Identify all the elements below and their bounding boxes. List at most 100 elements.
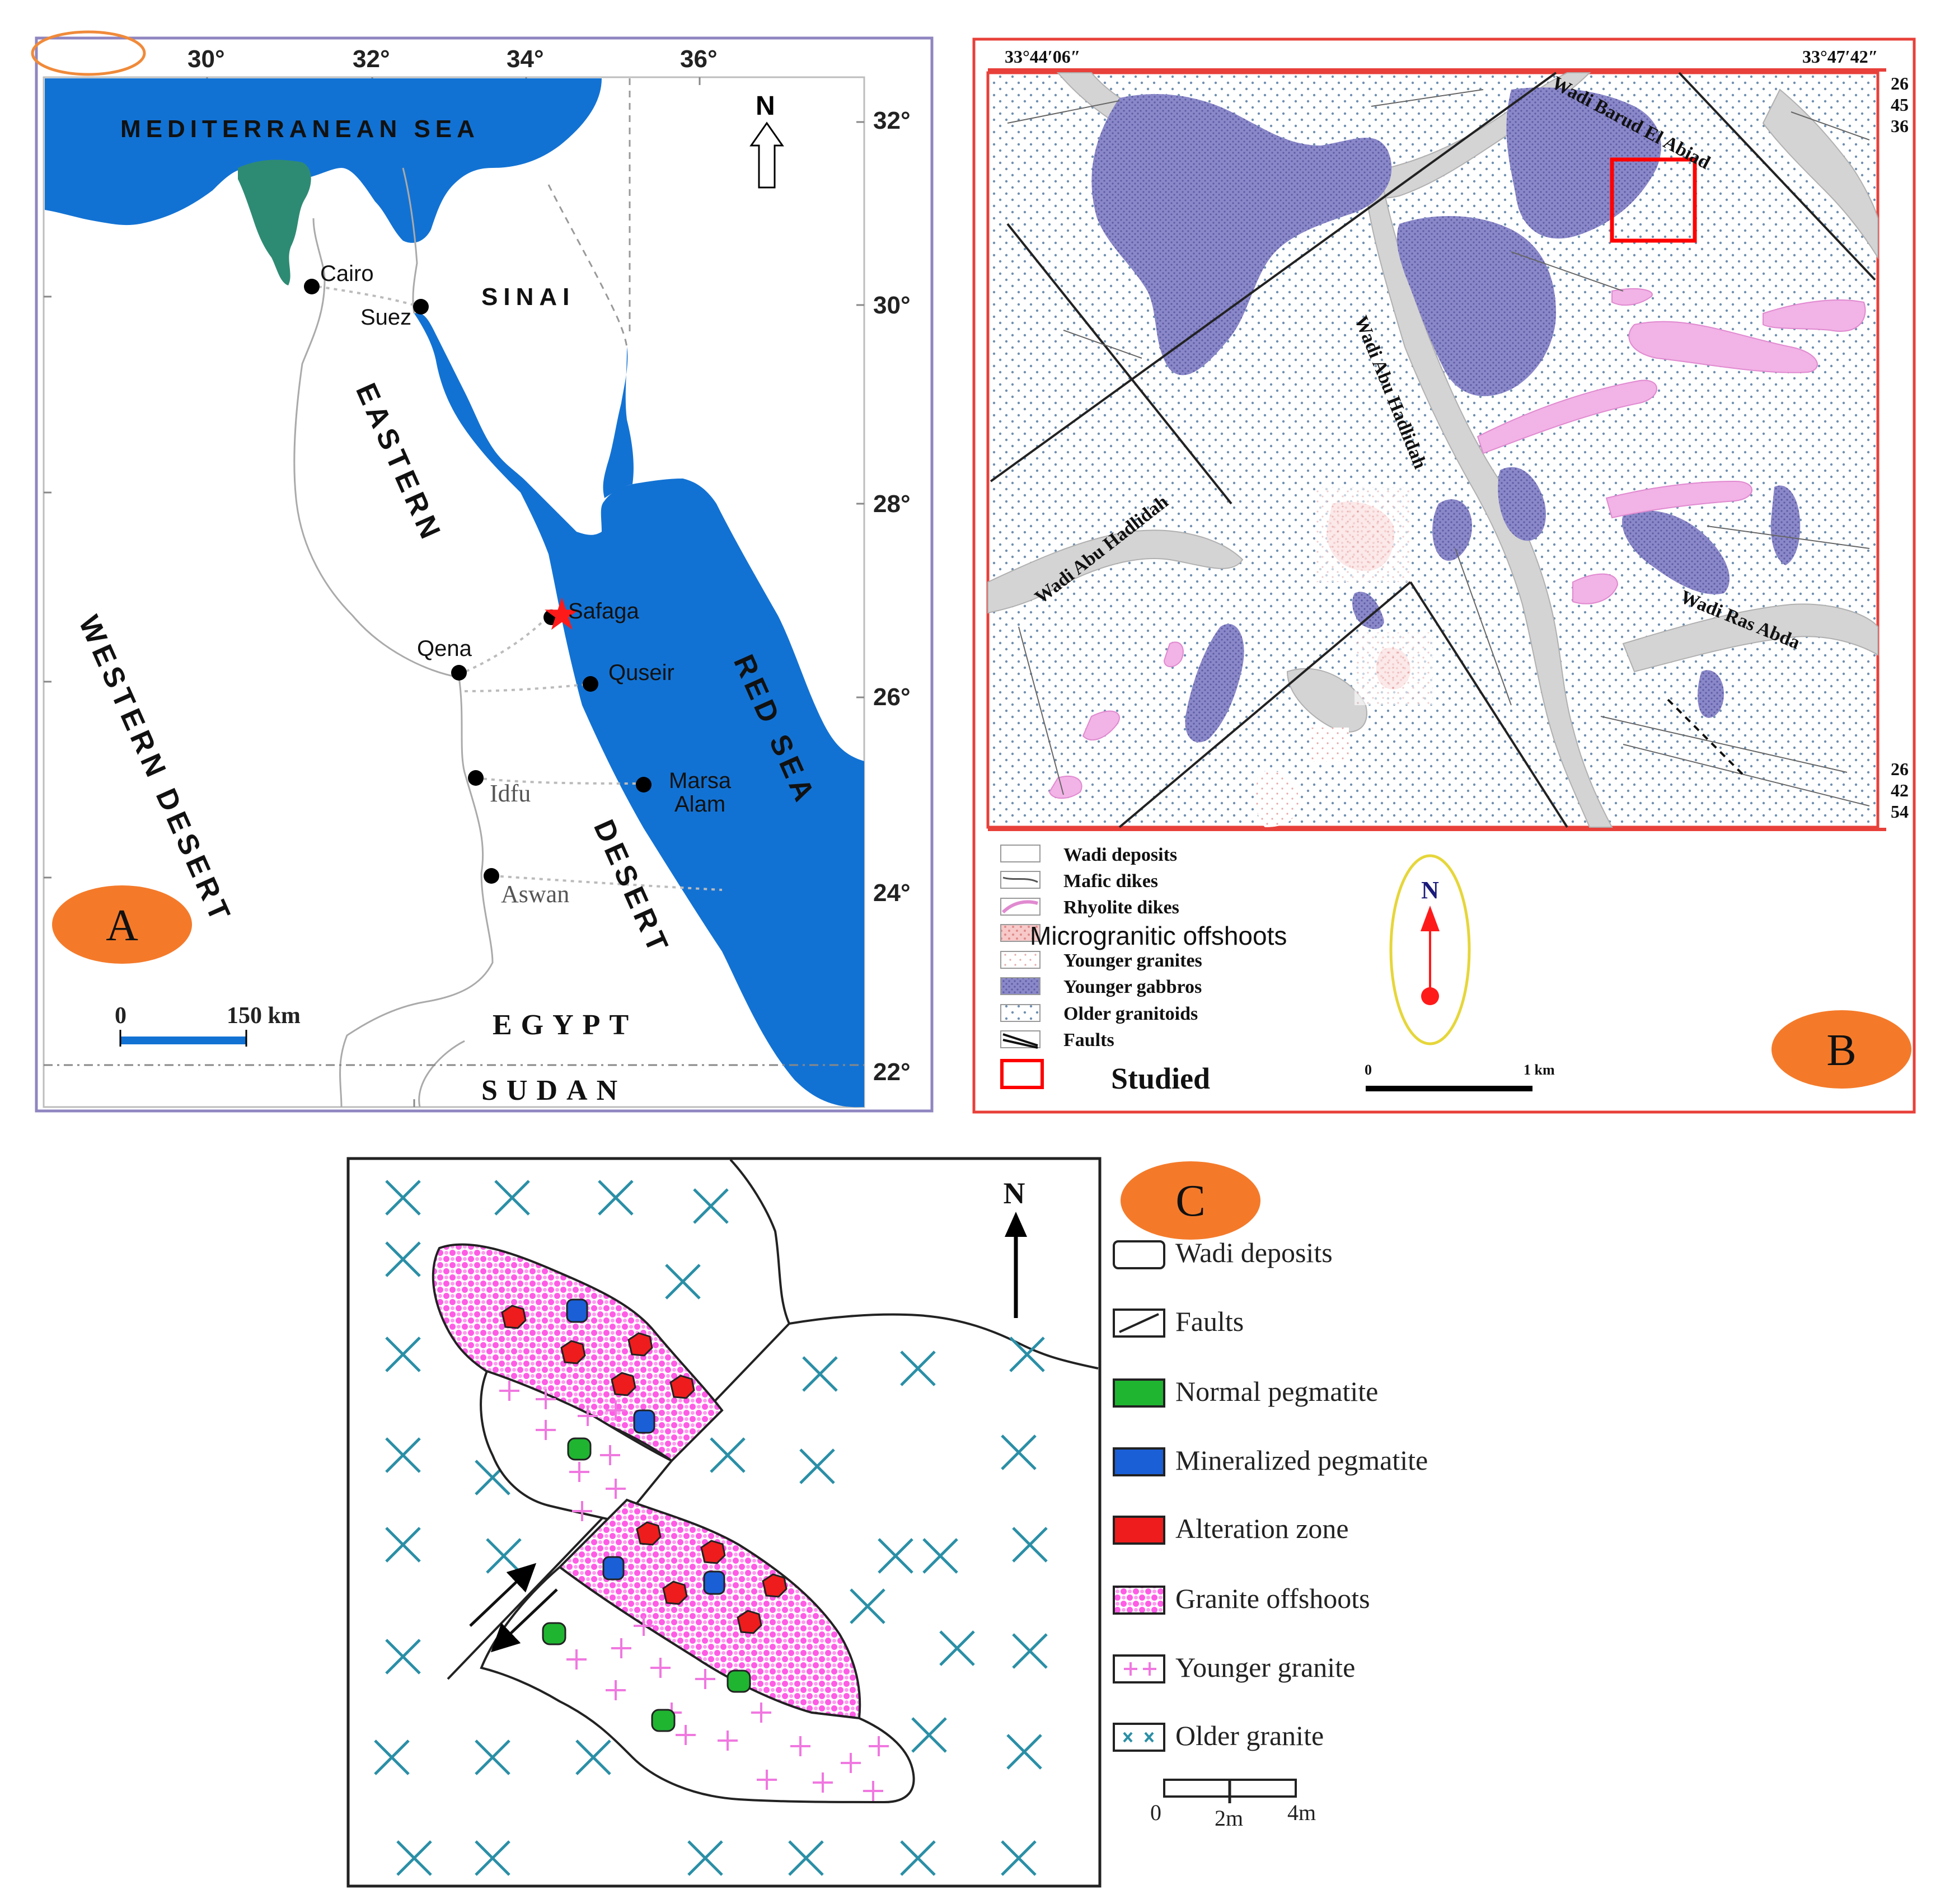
- lat-tick: 24°: [873, 879, 911, 907]
- scale-label: 150 km: [227, 1003, 301, 1029]
- alteration-zones: [501, 1305, 788, 1634]
- coord-label: 42: [1891, 780, 1909, 800]
- city-label: Quseir: [608, 660, 674, 685]
- lat-tick: 22°: [873, 1058, 911, 1086]
- younger-granite-plus-marks: [499, 1381, 889, 1801]
- legend-c: Wadi deposits Faults Normal pegmatite Mi…: [1113, 1237, 1428, 1752]
- badge-c: [1121, 1161, 1260, 1240]
- badge-b: [1771, 1010, 1911, 1089]
- coord-label: 45: [1891, 95, 1909, 115]
- scale-bar-c: 0 2m 4m: [1150, 1779, 1316, 1831]
- city-label: Marsa: [669, 768, 732, 793]
- cross-mark: [687, 1840, 723, 1876]
- scale-end: 4m: [1287, 1800, 1316, 1825]
- badge-a: [52, 885, 192, 964]
- label-sinai: SINAI: [481, 283, 575, 311]
- badge-c-label: C: [1175, 1176, 1205, 1226]
- coord-label: 33°47′42″: [1802, 46, 1878, 67]
- lat-tick: 30°: [873, 292, 911, 319]
- gulf-of-aqaba: [603, 347, 634, 498]
- mediterranean-sea: [45, 78, 602, 243]
- scale-zero: 0: [115, 1003, 126, 1029]
- normal-pegmatites: [542, 1437, 751, 1732]
- cross-mark: [385, 1180, 421, 1216]
- legend-b-label: Younger gabbros: [1063, 977, 1202, 997]
- cross-mark: [911, 1717, 947, 1753]
- north-label: N: [756, 91, 775, 121]
- scale-zero: 0: [1150, 1800, 1161, 1825]
- legend-c-label: Granite offshoots: [1175, 1583, 1370, 1614]
- cross-mark: [665, 1264, 701, 1300]
- lat-tick: 32°: [873, 107, 911, 134]
- lon-tick: 32°: [353, 45, 390, 73]
- compass-star-icon: [1421, 987, 1439, 1005]
- cross-mark: [475, 1739, 510, 1775]
- cross-mark: [710, 1437, 746, 1473]
- lon-tick: 36°: [680, 45, 718, 73]
- label-sudan: SUDAN: [481, 1075, 626, 1106]
- legend-b-label: Rhyolite dikes: [1063, 897, 1179, 918]
- older-granite-crosses: [374, 1180, 1048, 1876]
- roads: [310, 284, 723, 891]
- north-arrow-c: N: [1004, 1176, 1027, 1318]
- studied-area-box: [1610, 157, 1697, 243]
- cross-mark: [385, 1527, 421, 1563]
- panel-c-detailed-map: N C Wadi depo: [346, 1157, 1428, 1888]
- legend-c-label: Normal pegmatite: [1175, 1376, 1378, 1407]
- north-arrow-b: N: [1389, 854, 1471, 1045]
- legend-b-label: Microgranitic offshoots: [1030, 921, 1287, 950]
- cross-mark: [396, 1840, 432, 1876]
- legend-c-label: Mineralized pegmatite: [1175, 1445, 1428, 1476]
- legend-b-label: Wadi deposits: [1063, 845, 1177, 865]
- coord-label: 33°44′06″: [1005, 46, 1080, 67]
- cross-mark: [1012, 1633, 1048, 1669]
- rhyolite-dikes: [1048, 288, 1866, 799]
- cross-mark: [799, 1448, 835, 1484]
- north-arrow-icon: [1421, 906, 1440, 931]
- cross-mark: [878, 1538, 913, 1574]
- cross-mark: [850, 1588, 885, 1624]
- legend-b-label: Studied: [1111, 1062, 1210, 1095]
- city-dots: [304, 279, 652, 884]
- lon-tick: 30°: [188, 45, 225, 73]
- cross-mark: [900, 1350, 936, 1386]
- scale-mid: 2m: [1215, 1805, 1243, 1831]
- faults: [990, 72, 1876, 828]
- cross-mark: [598, 1180, 634, 1216]
- red-sea: [414, 313, 864, 1108]
- cross-mark: [494, 1180, 530, 1216]
- panel-a-egypt-location-map: 30° 32° 34° 36° 32° 30° 28° 26° 24° 22° …: [31, 30, 934, 1113]
- label-mediterranean: MEDITERRANEAN SEA: [120, 115, 480, 143]
- cross-mark: [475, 1840, 510, 1876]
- city-label: Alam: [674, 792, 725, 817]
- legend-b: Wadi deposits Mafic dikes Rhyolite dikes…: [1000, 845, 1287, 1095]
- scale-label: 1 km: [1524, 1062, 1555, 1078]
- cross-mark: [1012, 1527, 1048, 1563]
- north-arrow-a: N: [749, 91, 784, 189]
- cross-mark: [939, 1630, 975, 1666]
- cross-mark: [900, 1840, 936, 1876]
- city-label: Cairo: [320, 261, 374, 286]
- coord-label: 36: [1891, 116, 1909, 136]
- younger-gabbros: [1091, 87, 1801, 743]
- city-label: Safaga: [568, 599, 640, 623]
- scale-zero: 0: [1365, 1062, 1372, 1078]
- wadi-boundary: [729, 1159, 1099, 1370]
- city-label: Suez: [360, 305, 411, 330]
- dashed-dike: [1667, 698, 1747, 779]
- cross-mark: [575, 1739, 611, 1775]
- coord-label: 54: [1891, 801, 1909, 822]
- legend-b-label: Faults: [1063, 1030, 1114, 1051]
- legend-c-label: Faults: [1175, 1306, 1244, 1337]
- north-arrow-icon: [1005, 1212, 1027, 1237]
- cross-mark: [788, 1840, 824, 1876]
- lat-tick: 28°: [873, 490, 911, 518]
- cross-mark: [385, 1639, 421, 1675]
- city-label: Aswan: [501, 880, 569, 908]
- fault-slip-arrows: [469, 1563, 558, 1653]
- north-label: N: [1421, 876, 1439, 904]
- cross-mark: [1006, 1734, 1042, 1770]
- badge-b-label: B: [1826, 1026, 1856, 1075]
- cross-mark: [693, 1188, 729, 1224]
- nile-delta: [238, 160, 311, 285]
